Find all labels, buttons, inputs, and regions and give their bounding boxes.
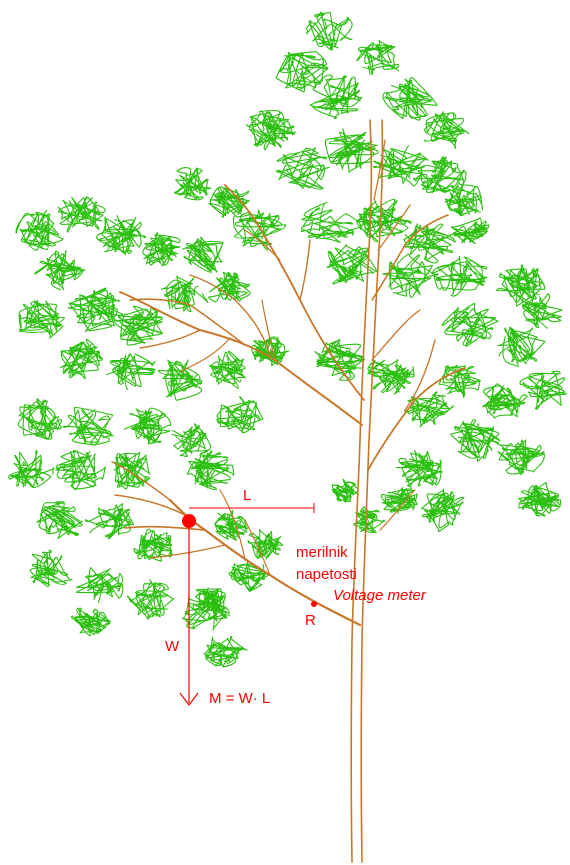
moment-label: M = W· L	[209, 690, 270, 707]
branch-upper-mid-b	[300, 240, 310, 300]
leaf-cluster	[215, 511, 248, 541]
leaf-cluster	[405, 392, 454, 427]
leaf-cluster	[354, 507, 385, 533]
leaf-cluster	[276, 52, 328, 92]
leaf-cluster	[71, 608, 110, 636]
leaf-cluster	[58, 197, 105, 232]
leaf-cluster	[183, 237, 223, 272]
leaf-cluster	[229, 561, 269, 591]
leaf-cluster	[161, 276, 207, 311]
leaf-cluster	[383, 254, 438, 297]
meter-label-line2: napetosti	[296, 566, 357, 583]
leaf-cluster	[204, 636, 247, 667]
tree-foliage	[9, 12, 567, 667]
leaf-cluster	[115, 306, 163, 345]
leaf-cluster	[16, 211, 63, 251]
leaf-cluster	[483, 384, 528, 418]
leaf-cluster	[368, 360, 415, 394]
sensor-label: R	[305, 612, 316, 629]
leaf-cluster	[422, 489, 464, 531]
leaf-cluster	[442, 303, 498, 346]
leaf-cluster	[432, 256, 487, 296]
leaf-cluster	[210, 351, 246, 388]
branch-right-c	[372, 310, 420, 360]
leaf-cluster	[217, 397, 263, 433]
leaf-cluster	[451, 420, 500, 461]
leaf-cluster	[381, 488, 417, 514]
leaf-cluster	[383, 78, 437, 120]
leaf-cluster	[276, 148, 329, 189]
leaf-cluster	[187, 451, 233, 490]
leaf-cluster	[451, 218, 489, 244]
leaf-cluster	[76, 568, 122, 603]
leaf-cluster	[306, 12, 352, 50]
leaf-cluster	[63, 407, 113, 445]
leaf-cluster	[106, 354, 155, 390]
leaf-cluster	[234, 210, 286, 250]
leaf-cluster	[35, 251, 85, 290]
leaf-cluster	[396, 451, 442, 489]
leaf-cluster	[357, 199, 411, 241]
leaf-cluster	[498, 327, 545, 366]
leaf-cluster	[114, 452, 150, 489]
filled-circle-icon	[182, 514, 196, 528]
leaf-cluster	[520, 371, 566, 410]
leaf-cluster	[518, 483, 560, 516]
leaf-cluster	[332, 479, 358, 502]
load-annotations: L W M = W· L R merilnik napetosti Voltag…	[165, 487, 427, 707]
branch-top	[374, 140, 385, 200]
meter-label-line1: merilnik	[296, 544, 348, 561]
leaf-cluster	[425, 112, 469, 148]
leaf-cluster	[85, 504, 133, 539]
leaf-cluster	[209, 272, 251, 302]
leaf-cluster	[97, 216, 146, 255]
leaf-cluster	[18, 399, 61, 439]
leaf-cluster	[30, 550, 72, 586]
weight-label: W	[165, 638, 180, 655]
leaf-cluster	[301, 202, 360, 242]
small-dot-icon	[311, 601, 317, 607]
leaf-cluster	[175, 168, 211, 200]
leaf-cluster	[56, 451, 106, 490]
lever-arm-label: L	[243, 487, 251, 504]
branch-lower-left-b	[125, 527, 205, 530]
leaf-cluster	[248, 529, 283, 559]
leaf-cluster	[158, 360, 202, 400]
leaf-cluster	[498, 440, 544, 475]
leaf-cluster	[37, 502, 82, 539]
leaf-cluster	[143, 233, 180, 266]
leaf-cluster	[9, 451, 54, 488]
leaf-cluster	[128, 580, 174, 619]
leaf-cluster	[209, 187, 249, 217]
leaf-cluster	[357, 41, 399, 75]
meter-label-english: Voltage meter	[333, 587, 427, 604]
leaf-cluster	[68, 288, 123, 332]
leaf-cluster	[60, 339, 102, 378]
leaf-cluster	[445, 183, 483, 215]
leaf-cluster	[124, 408, 171, 444]
leaf-cluster	[315, 340, 364, 381]
leaf-cluster	[19, 301, 64, 339]
leaf-cluster	[497, 265, 545, 306]
leaf-cluster	[246, 110, 295, 149]
leaf-cluster	[172, 424, 211, 457]
